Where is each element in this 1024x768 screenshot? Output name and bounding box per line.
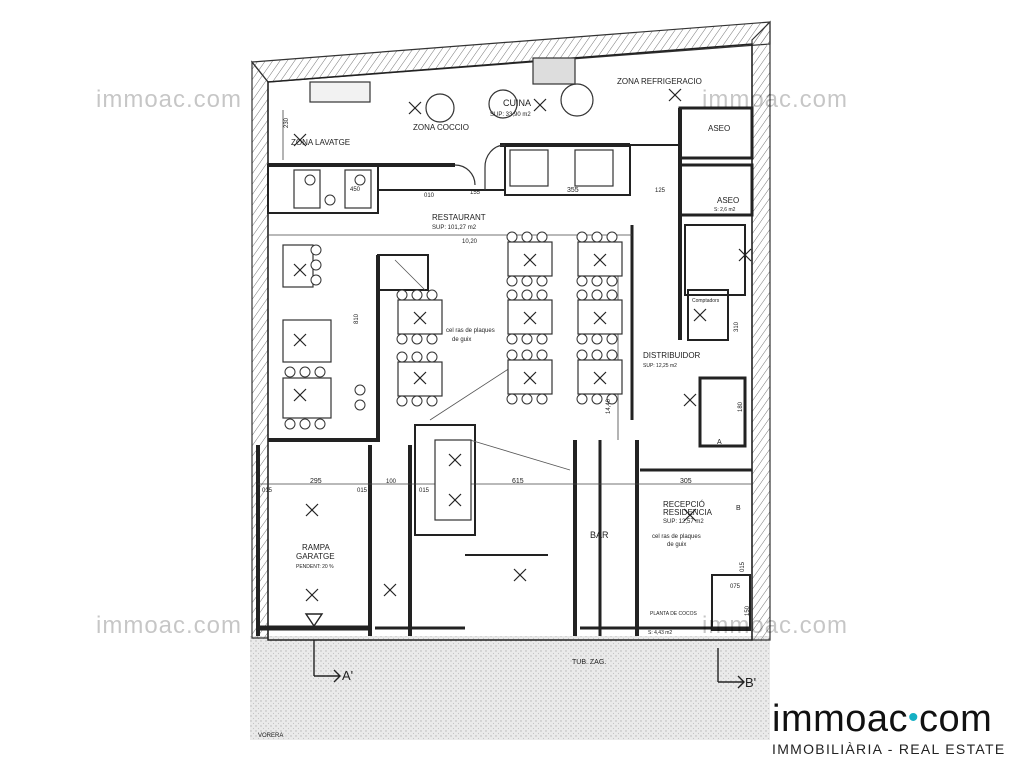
label-garatge: GARATGE — [296, 552, 335, 561]
interior-walls — [256, 43, 754, 641]
watermark-top-right: immoac.com — [702, 86, 849, 113]
dim-150: 150 — [745, 605, 751, 616]
brand-dot-icon: • — [908, 701, 920, 734]
section-a-small: A — [717, 439, 722, 446]
dim-015b: 015 — [357, 488, 368, 494]
label-planta-cocos: PLANTA DE COCOS — [650, 611, 698, 617]
dim-230: 230 — [284, 117, 290, 128]
label-tub-zag: TUB. ZAG. — [572, 659, 606, 666]
label-cel-ras-2b: de guix — [667, 542, 686, 548]
dim-180: 180 — [738, 401, 744, 412]
label-sup-small: S: 4,43 m2 — [648, 630, 672, 636]
section-b-small: B — [736, 505, 741, 512]
dim-355: 355 — [567, 187, 579, 194]
light-fixtures — [293, 88, 752, 602]
label-zona-refrigeracio: ZONA REFRIGERACIO — [617, 77, 702, 86]
label-aseo-2: ASEO — [717, 196, 739, 205]
dim-295: 295 — [310, 478, 322, 485]
dim-015d: 015 — [740, 561, 746, 572]
label-cuina-sup: SUP: 33,90 m2 — [490, 112, 531, 118]
dim-810: 810 — [354, 313, 360, 324]
label-zona-coccio: ZONA COCCIO — [413, 123, 469, 132]
label-comptadors: Comptadors — [692, 298, 720, 304]
label-restaurant-sup: SUP: 101,27 m2 — [432, 225, 477, 231]
restaurant-tables — [282, 149, 623, 521]
label-vorera: VORERA — [258, 733, 283, 739]
dim-1020: 10,20 — [462, 239, 478, 245]
dim-075: 075 — [730, 584, 741, 590]
label-restaurant: RESTAURANT — [432, 213, 486, 222]
label-cuina: CUINA — [503, 98, 531, 108]
dim-615: 615 — [512, 478, 524, 485]
kitchen-equipment — [309, 57, 594, 190]
section-b-label: B' — [745, 675, 756, 690]
watermark-bottom-left: immoac.com — [96, 612, 243, 639]
dim-310: 310 — [734, 321, 740, 332]
section-marker-a — [304, 613, 341, 683]
label-cel-ras-2a: cel ras de plaques — [652, 534, 701, 540]
section-labels: A' B' A B — [342, 439, 756, 690]
dim-125: 125 — [655, 188, 666, 194]
chairs — [284, 174, 618, 430]
watermark-top-left: immoac.com — [96, 86, 243, 113]
dim-015a: 015 — [262, 488, 273, 494]
dim-1440: 14,40 — [606, 398, 612, 414]
room-labels: CUINA SUP: 33,90 m2 ZONA REFRIGERACIO ZO… — [258, 77, 739, 739]
label-pendent: PENDENT: 20 % — [296, 564, 334, 570]
label-residencia: RESIDENCIA — [663, 508, 713, 517]
label-cel-ras-1a: cel ras de plaques — [446, 328, 495, 334]
brand-name: immoac•com — [772, 698, 1012, 739]
label-rampa: RAMPA — [302, 543, 331, 552]
dim-450: 450 — [350, 187, 361, 193]
label-aseo-1: ASEO — [708, 124, 730, 133]
dimension-lines — [258, 110, 752, 485]
dim-155: 155 — [470, 190, 481, 196]
dimension-labels: 230 010 155 355 125 10,20 810 14,40 295 … — [262, 117, 751, 616]
section-marker-b — [717, 648, 745, 689]
label-distribuidor: DISTRIBUIDOR — [643, 351, 701, 360]
sidewalk-area — [250, 636, 770, 740]
label-recepcio: RECEPCIÓ — [663, 500, 705, 509]
section-a-label: A' — [342, 668, 353, 683]
brand-logo: immoac•com IMMOBILIÀRIA - REAL ESTATE — [772, 698, 1012, 757]
dim-010a: 010 — [424, 193, 435, 199]
dim-100: 100 — [386, 479, 397, 485]
brand-name-left: immoac — [772, 698, 909, 740]
brand-tagline: IMMOBILIÀRIA - REAL ESTATE — [772, 741, 1006, 757]
watermark-bottom-right: immoac.com — [702, 612, 849, 639]
label-aseo-2-sup: S: 2,6 m2 — [714, 207, 736, 213]
label-zona-lavatge: ZONA LAVATGE — [291, 138, 350, 147]
dim-305: 305 — [680, 478, 692, 485]
label-distribuidor-sup: SUP: 12,25 m2 — [643, 363, 677, 369]
label-bar: BAR — [590, 530, 609, 540]
label-cel-ras-1b: de guix — [452, 337, 471, 343]
label-recepcio-sup: SUP: 12,57 m2 — [663, 519, 704, 525]
dim-015c: 015 — [419, 488, 430, 494]
brand-name-right: com — [919, 698, 993, 740]
